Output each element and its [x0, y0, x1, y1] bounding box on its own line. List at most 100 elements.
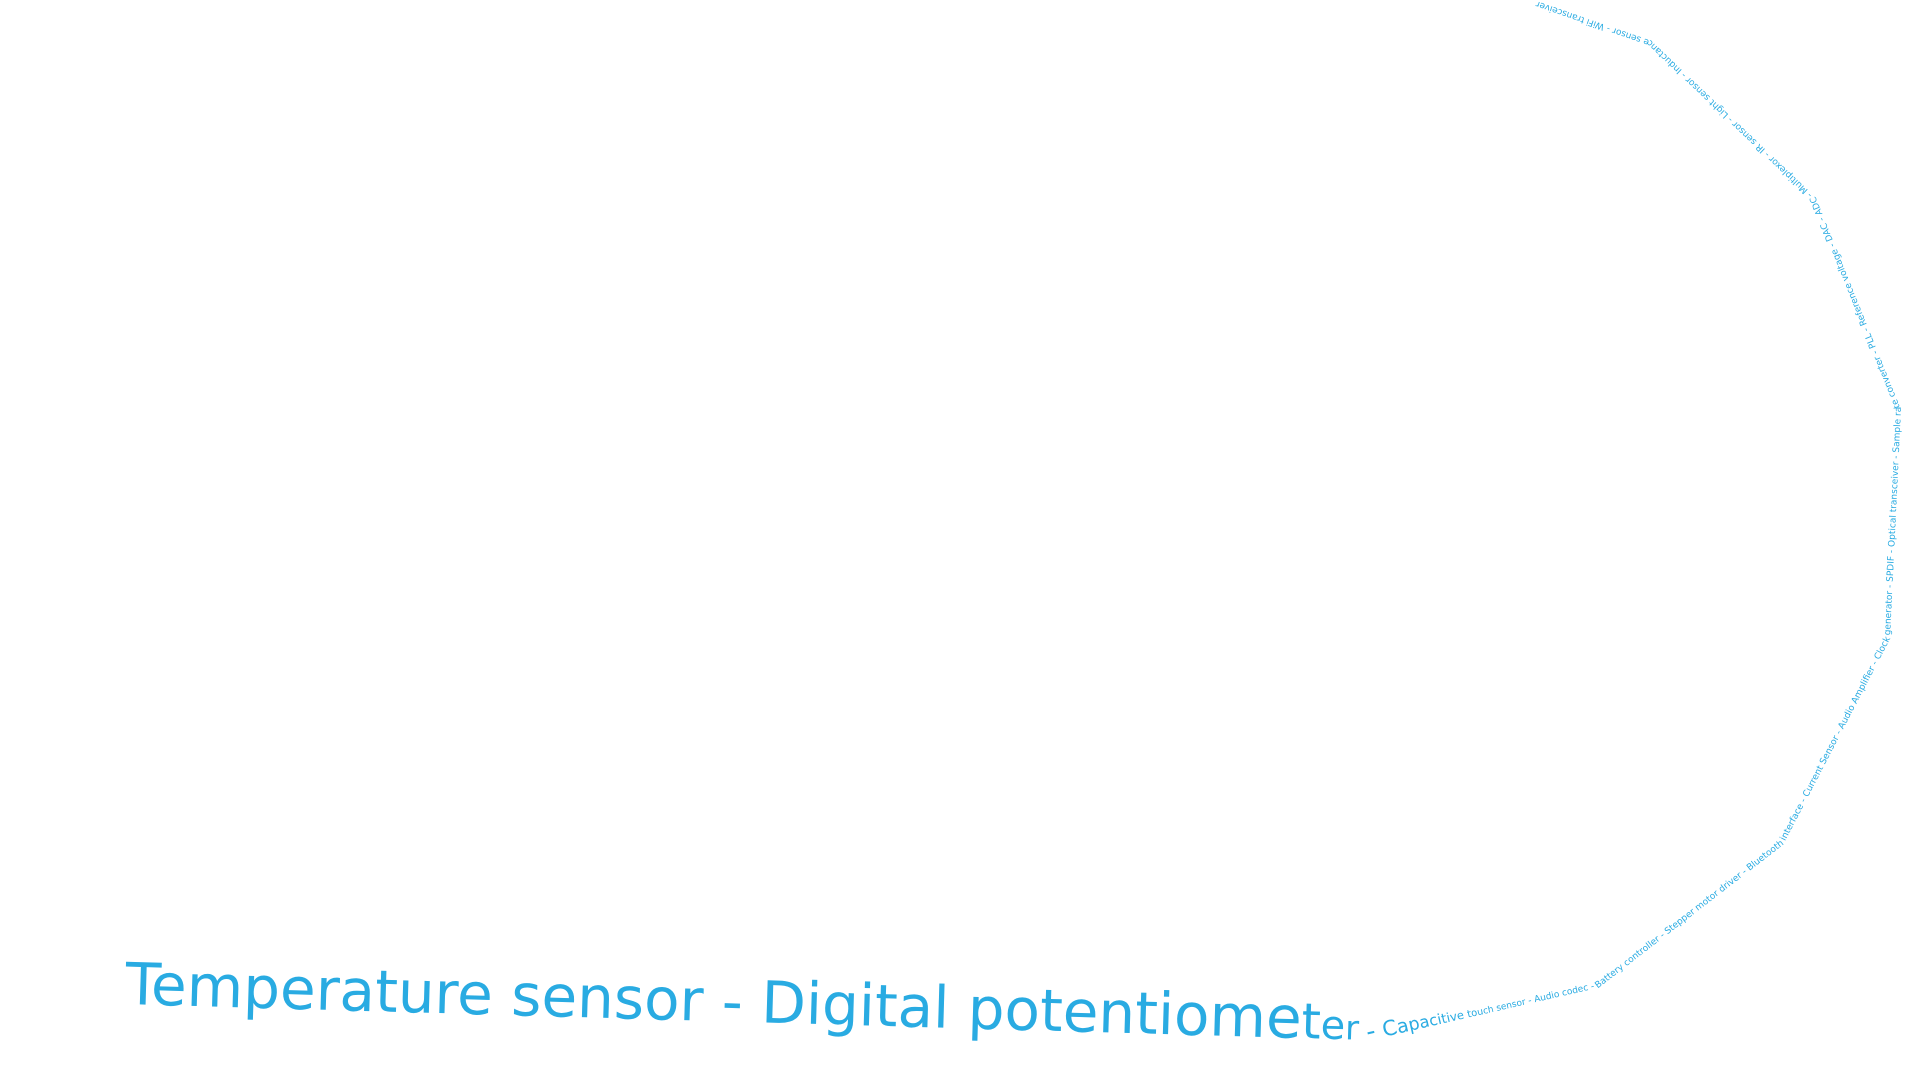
spiral-glyph: d: [1571, 985, 1579, 996]
spiral-glyph: r: [679, 966, 705, 1035]
spiral-glyph: r: [1722, 881, 1731, 891]
spiral-glyph: s: [1511, 999, 1518, 1010]
spiral-glyph: B: [1745, 862, 1756, 874]
spiral-glyph: t: [1440, 1012, 1448, 1028]
spiral-glyph: g: [1883, 629, 1893, 635]
spiral-glyph: o: [1470, 1008, 1478, 1020]
spiral-glyph: t: [1789, 174, 1799, 184]
spiral-glyph: C: [1819, 221, 1831, 231]
spiral-glyph: s: [613, 964, 645, 1033]
spiral-glyph: r: [1521, 997, 1527, 1008]
spiral-glyph: e: [1879, 369, 1891, 378]
spiral-glyph: I: [1887, 561, 1897, 564]
spiral-glyph: t: [1889, 508, 1899, 512]
spiral-glyph: d: [1717, 884, 1728, 895]
spiral-glyph: t: [1668, 923, 1677, 933]
spiral-glyph: -: [1605, 23, 1611, 34]
spiral-glyph: o: [1877, 644, 1889, 654]
spiral-glyph: i: [1157, 980, 1175, 1048]
spiral-glyph: u: [1794, 179, 1805, 190]
spiral-glyph: v: [1881, 374, 1893, 383]
spiral-glyph: r: [1534, 0, 1541, 9]
spiral-glyph: e: [1608, 968, 1619, 980]
spiral-glyph: S: [1892, 446, 1902, 452]
spiral-glyph: p: [1406, 1014, 1421, 1036]
spiral-glyph: o: [1553, 990, 1561, 1001]
spiral-glyph: n: [1884, 618, 1894, 624]
spiral-glyph: L: [1720, 109, 1731, 120]
spiral-glyph: o: [1566, 987, 1574, 998]
spiral-glyph: r: [315, 956, 341, 1025]
spiral-glyph: p: [1893, 426, 1903, 432]
spiral-glyph: I: [1675, 66, 1684, 75]
spiral-glyph: p: [1857, 682, 1869, 692]
spiral-glyph: s: [1826, 742, 1837, 751]
spiral-glyph: c: [1556, 6, 1564, 17]
spiral-glyph: y: [1616, 962, 1627, 974]
spiral-glyph: r: [1891, 461, 1901, 465]
spiral-glyph: c: [1582, 983, 1589, 994]
spiral-glyph: m: [1209, 981, 1267, 1051]
spiral-glyph: s: [1495, 1003, 1502, 1014]
spiral-glyph: f: [1855, 309, 1866, 316]
spiral-glyph: n: [1671, 62, 1682, 73]
spiral-glyph: t: [1892, 402, 1903, 409]
spiral-glyph: i: [1888, 528, 1898, 531]
spiral-glyph: i: [1891, 476, 1901, 479]
spiral-glyph: n: [1890, 494, 1900, 500]
spiral-glyph: F: [1587, 17, 1595, 28]
spiral-glyph: c: [1482, 1006, 1489, 1017]
spiral-glyph: p: [1675, 916, 1686, 928]
spiral-glyph: D: [1824, 232, 1836, 242]
spiral-glyph: r: [1889, 505, 1899, 509]
spiral-glyph: e: [1784, 822, 1796, 832]
spiral-glyph: a: [339, 956, 376, 1025]
spiral-glyph: e: [1795, 802, 1807, 812]
spiral-glyph: u: [1476, 1006, 1484, 1018]
spiral-glyph: i: [1861, 678, 1871, 685]
spiral-glyph: u: [1804, 784, 1816, 794]
spiral-glyph: B: [1593, 979, 1604, 991]
spiral-glyph: [1886, 582, 1896, 585]
spiral-glyph: t: [1301, 992, 1322, 1051]
spiral-glyph: h: [1710, 99, 1721, 110]
spiral-glyph: i: [1592, 18, 1598, 28]
spiral-glyph: s: [1737, 125, 1748, 136]
spiral-glyph: e: [1890, 397, 1902, 406]
spiral-glyph: r: [1809, 777, 1820, 785]
spiral-glyph: -: [1870, 659, 1880, 666]
spiral-glyph: t: [1705, 894, 1714, 904]
spiral-glyph: A: [1813, 206, 1825, 216]
spiral-glyph: g: [821, 970, 860, 1039]
spiral-glyph: l: [1860, 680, 1870, 687]
spiral-glyph: t: [1761, 851, 1770, 861]
spiral-glyph: [1887, 547, 1897, 550]
spiral-glyph: t: [1876, 363, 1887, 370]
spiral-glyph: n: [1505, 1001, 1513, 1012]
spiral-glyph: t: [1635, 948, 1644, 958]
spiral-glyph: x: [1773, 159, 1784, 170]
spiral-glyph: a: [1889, 499, 1899, 505]
spiral-glyph: e: [456, 960, 494, 1029]
spiral-glyph: c: [1879, 640, 1890, 649]
spiral-glyph: [1891, 459, 1901, 462]
spiral-glyph: i: [1585, 16, 1591, 26]
spiral-glyph: L: [1864, 332, 1875, 340]
spiral-glyph: o: [1626, 954, 1637, 966]
spiral-glyph: e: [1849, 296, 1861, 305]
spiral-glyph: n: [1780, 831, 1792, 841]
spiral-glyph: R: [1754, 141, 1765, 153]
spiral-glyph: i: [1845, 708, 1855, 715]
spiral-glyph: e: [1550, 4, 1559, 15]
spiral-glyph: W: [1594, 19, 1606, 31]
spiral-glyph: s: [1635, 33, 1643, 44]
spiral-glyph: c: [1890, 484, 1900, 489]
spiral-glyph: a: [1417, 1012, 1431, 1033]
spiral-glyph: t: [374, 957, 399, 1026]
spiral-glyph: s: [1620, 28, 1628, 39]
spiral-glyph: i: [805, 970, 823, 1038]
spiral-glyph: e: [1830, 247, 1842, 256]
spiral-glyph: A: [1837, 720, 1849, 731]
spiral-glyph: C: [1802, 789, 1814, 799]
spiral-glyph: [742, 968, 762, 1037]
